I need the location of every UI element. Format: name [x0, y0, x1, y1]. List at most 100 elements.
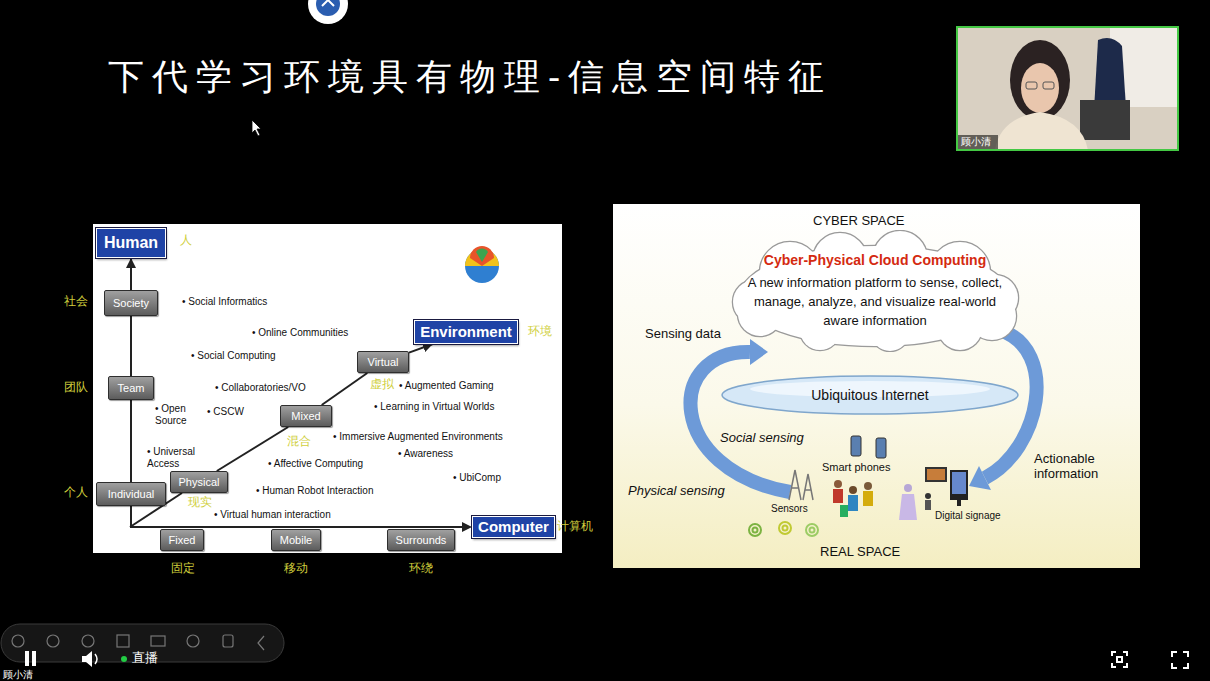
phone-icon	[851, 436, 861, 456]
node-label: Society	[113, 297, 149, 310]
signage-icon	[952, 472, 966, 494]
node-label: Team	[118, 382, 145, 395]
diagram-label: Sensing data	[645, 327, 721, 342]
control-icons	[12, 635, 264, 650]
control-icon	[151, 636, 165, 646]
fullscreen-icon	[1172, 652, 1188, 668]
chinese-annotation: 计算机	[557, 520, 593, 534]
control-icon	[12, 635, 24, 647]
view-icons	[1112, 652, 1188, 668]
tower-icon	[789, 470, 801, 500]
diagram-label: Digital signage	[935, 510, 1001, 522]
person-icon	[864, 482, 872, 490]
cloud-part	[760, 242, 820, 302]
phone-icon	[876, 438, 886, 458]
chinese-annotation: 人	[180, 234, 192, 248]
signage-icon	[957, 500, 961, 506]
badge	[308, 0, 348, 24]
person-icon	[904, 484, 912, 492]
top-badge	[308, 0, 348, 24]
axis-box: Virtual	[357, 351, 409, 373]
node-label: Virtual	[368, 356, 399, 369]
mouse-cursor	[252, 120, 261, 136]
chinese-annotation: 移动	[284, 562, 308, 576]
fit-icon	[1117, 657, 1122, 662]
swirls	[749, 522, 818, 536]
control-icon	[223, 635, 233, 647]
control-icon	[47, 635, 59, 647]
chinese-annotation: 现实	[188, 496, 212, 510]
diagram-label: Physical sensing	[628, 484, 725, 499]
control-icon	[258, 636, 264, 650]
application-item: • Social Informatics	[182, 296, 267, 308]
logo	[476, 249, 488, 262]
person-icon	[849, 486, 857, 494]
axis-connector	[130, 316, 132, 376]
application-item: • Augmented Gaming	[399, 380, 494, 392]
chinese-annotation: 团队	[64, 381, 88, 395]
application-item: • Universal Access	[147, 446, 205, 469]
node-label: Human	[104, 234, 158, 252]
cloud-part	[938, 306, 982, 350]
diagram-label: CYBER SPACE	[813, 214, 905, 229]
diagram-label: Actionable information	[1034, 452, 1108, 482]
player-controls	[1, 624, 284, 667]
webcam-border	[957, 27, 1178, 150]
control-icon	[187, 635, 199, 647]
pause-icon	[32, 651, 36, 666]
application-item: • Collaboratories/VO	[215, 382, 306, 394]
control-icon	[82, 635, 94, 647]
person-icon	[834, 480, 842, 488]
node-label: Ubiquitous Internet	[811, 387, 929, 403]
application-item: • Human Robot Interaction	[256, 485, 373, 497]
node-label: Mobile	[280, 534, 312, 547]
chinese-annotation: 环境	[528, 325, 552, 339]
action-arrowhead	[969, 466, 991, 490]
chinese-annotation: 混合	[287, 435, 311, 449]
right-panel	[613, 204, 1140, 568]
sensing-arrowhead	[750, 339, 768, 365]
node-label: Environment	[420, 323, 512, 340]
badge	[316, 0, 340, 16]
swirl-icon	[749, 524, 761, 536]
application-item: • UbiComp	[453, 472, 501, 484]
axis-end-box: Environment	[414, 320, 518, 344]
webcam-glasses	[1026, 82, 1037, 89]
webcam	[957, 27, 1178, 150]
person-icon	[833, 489, 843, 503]
webcam-body	[995, 112, 1088, 150]
node-label: Surrounds	[396, 534, 447, 547]
signage-icon	[950, 470, 968, 500]
chinese-annotation: 环绕	[409, 562, 433, 576]
person-icon	[863, 491, 873, 506]
sensor-towers	[789, 470, 813, 500]
axis-arrowhead	[462, 522, 472, 532]
flow-arrows	[691, 330, 1037, 492]
webcam-glasses	[1043, 82, 1054, 89]
chinese-annotation: 虚拟	[370, 378, 394, 392]
diagram-label: Smart phones	[822, 461, 890, 474]
swirl-icon	[779, 522, 791, 534]
swirl-icon	[806, 524, 818, 536]
signage-icon	[925, 467, 947, 482]
person-icon	[848, 495, 858, 511]
axis	[130, 493, 463, 528]
webcam-wall	[957, 27, 1178, 150]
chinese-annotation: 社会	[64, 295, 88, 309]
node-label: Physical	[179, 476, 220, 489]
axis-box: Team	[108, 376, 154, 400]
webcam-face	[1021, 63, 1059, 113]
axis-box: Surrounds	[387, 529, 455, 551]
axis-connector	[322, 373, 368, 405]
chinese-annotation: 固定	[171, 562, 195, 576]
webcam-coat	[1094, 38, 1126, 110]
person-icon	[925, 493, 931, 499]
chinese-annotation: 个人	[64, 486, 88, 500]
axis-connector	[409, 344, 433, 353]
cloud-part	[938, 306, 982, 350]
webcam-hair	[1010, 40, 1070, 120]
axis-end-box: Human	[96, 228, 166, 258]
axis-line	[130, 526, 463, 528]
